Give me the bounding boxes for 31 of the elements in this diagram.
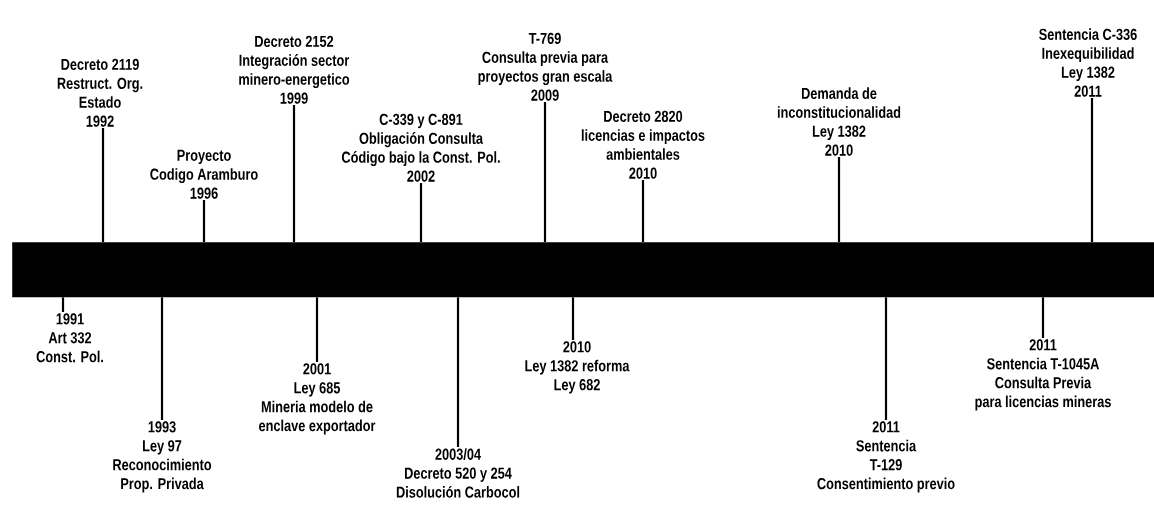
event-label: Sentencia C-336 Inexequibilidad Ley 1382 2011 xyxy=(1039,28,1137,97)
event-label: 2011 Sentencia T-129 Consentimiento previo xyxy=(817,421,955,493)
event-label: Decreto 2119 Restruct. Org. Estado 1992 xyxy=(57,58,143,127)
event-label: Decreto 2152 Integración sector minero-energetico 1999 xyxy=(239,35,350,104)
event-label: Proyecto Codigo Aramburo 1996 xyxy=(150,149,258,199)
tick-line xyxy=(641,180,645,242)
tick-line xyxy=(456,297,460,447)
tick-line xyxy=(419,183,423,242)
tick-line xyxy=(101,128,105,242)
event-label: 1993 Ley 97 Reconocimiento Prop. Privada xyxy=(113,421,212,493)
timeline-bar xyxy=(12,242,1154,298)
event-label: T-769 Consulta previa para proyectos gran escala 2009 xyxy=(478,32,613,101)
tick-line xyxy=(315,297,319,362)
event-label: Decreto 2820 licencias e impactos ambientales 2010 xyxy=(581,110,705,179)
event-label: 2001 Ley 685 Mineria modelo de enclave exportador xyxy=(259,363,376,435)
event-label: 1991 Art 332 Const. Pol. xyxy=(36,313,104,363)
tick-line xyxy=(884,297,888,420)
event-label: C-339 y C-891 Obligación Consulta Código bajo la Const. Pol. 2002 xyxy=(341,113,500,182)
tick-line xyxy=(571,297,575,340)
event-label: 2011 Sentencia T-1045A Consulta Previa para licencias mineras xyxy=(975,339,1111,411)
tick-line xyxy=(837,157,841,242)
event-label: 2003/04 Decreto 520 y 254 Disolución Carbocol xyxy=(396,448,520,498)
tick-line xyxy=(543,102,547,242)
tick-line xyxy=(1041,297,1045,338)
event-label: Demanda de inconstitucionalidad Ley 1382 2010 xyxy=(777,87,901,156)
tick-line xyxy=(160,297,164,420)
tick-line xyxy=(1090,98,1094,242)
event-label: 2010 Ley 1382 reforma Ley 682 xyxy=(525,341,630,394)
tick-line xyxy=(292,105,296,242)
tick-line xyxy=(61,297,65,312)
tick-line xyxy=(202,200,206,242)
